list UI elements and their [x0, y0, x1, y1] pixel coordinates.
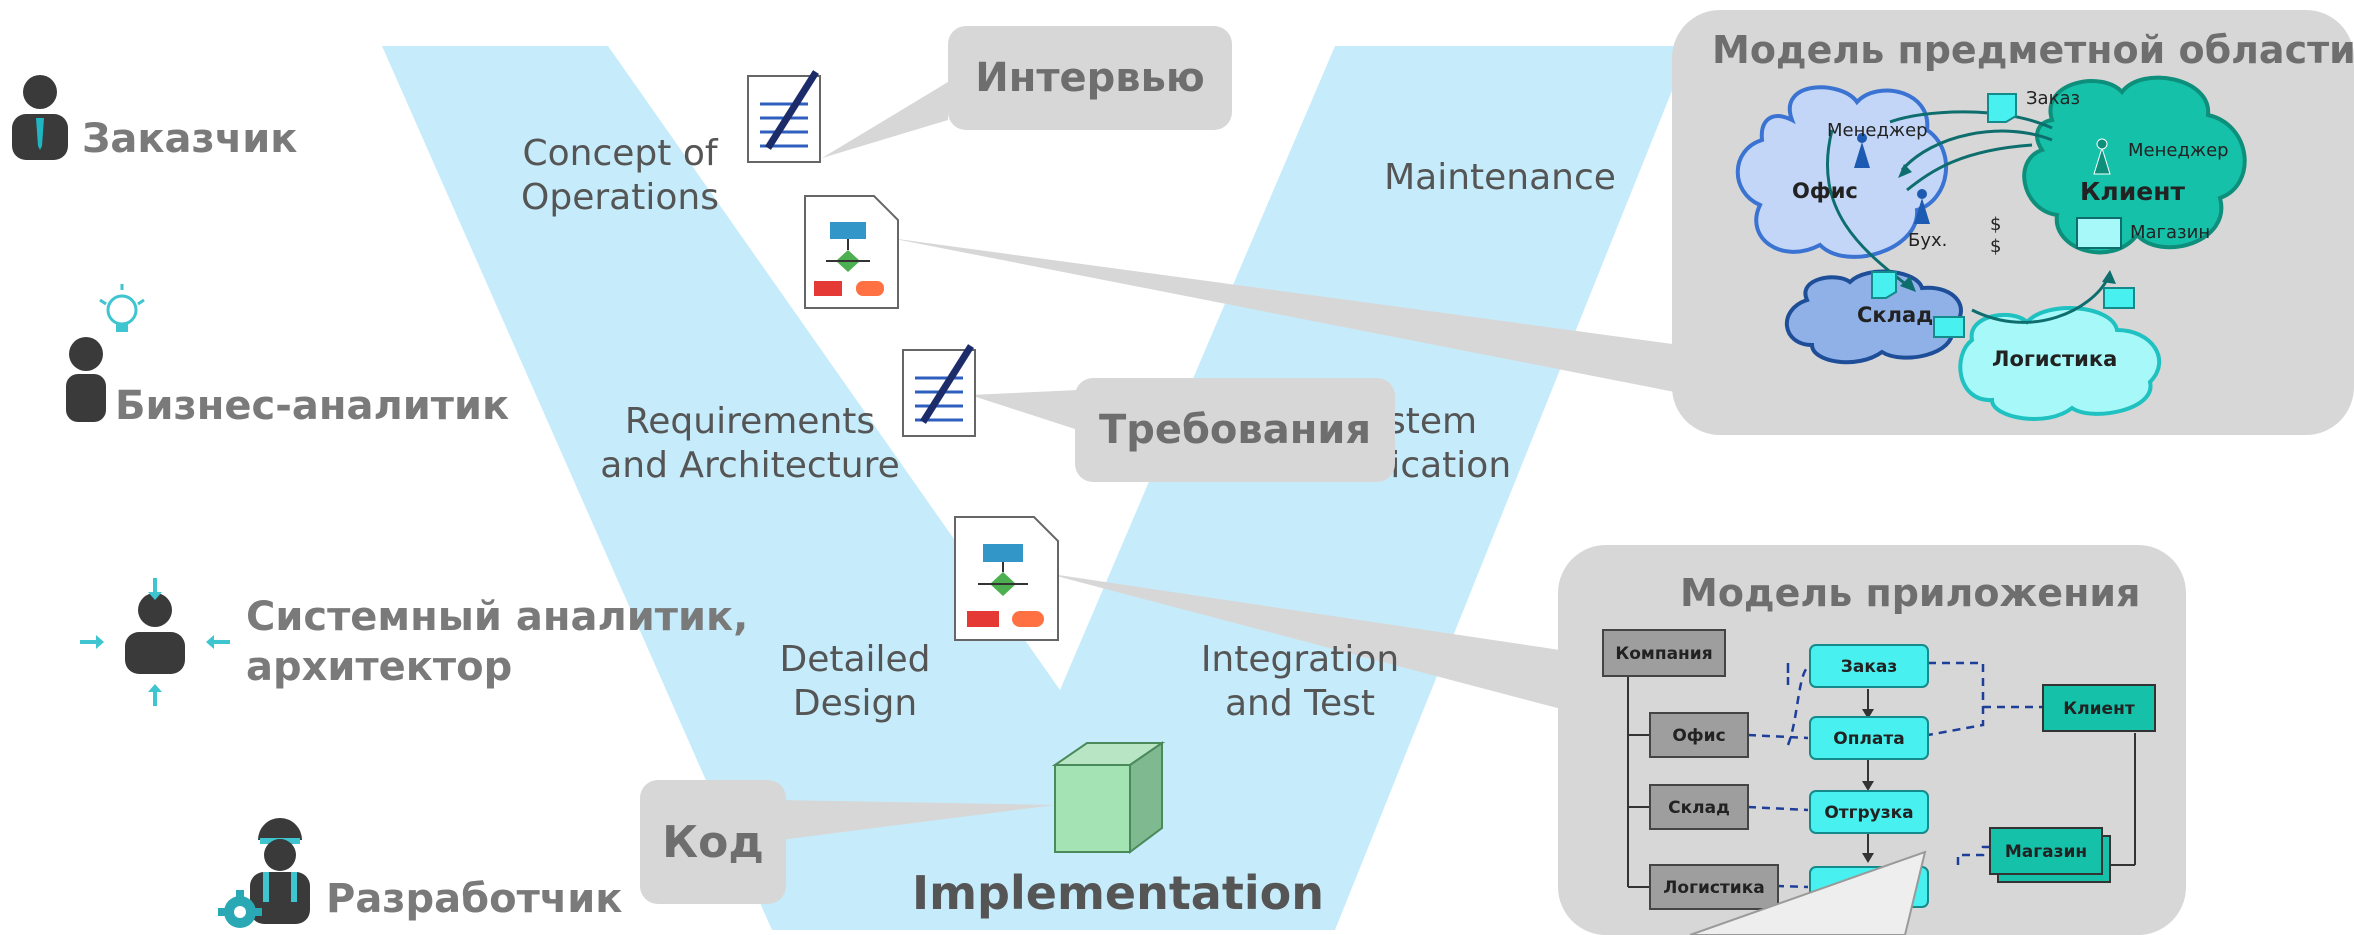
- phase-requirements-line2: and Architecture: [600, 445, 900, 486]
- flowchart-document-icon: [804, 195, 899, 309]
- dm-warehouse: Склад: [1857, 303, 1933, 327]
- phase-concept: Concept of Operations: [500, 132, 740, 220]
- domain-model-panel: Модель предметной области: [1672, 10, 2354, 435]
- dm-logistics: Логистика: [1992, 347, 2117, 371]
- app-box-client: Клиент: [2042, 684, 2156, 732]
- phase-detailed-design: Detailed Design: [740, 638, 970, 726]
- document-pen-icon: [902, 344, 976, 437]
- role-developer: Разработчик: [326, 876, 623, 922]
- dm-money-1: $: [1990, 214, 2001, 235]
- app-model-title: Модель приложения: [1680, 571, 2141, 615]
- interview-connector: [822, 82, 948, 158]
- phase-integration-line1: Integration: [1200, 639, 1400, 680]
- person-icon: [250, 818, 310, 924]
- dm-money-2: $: [1990, 236, 2001, 257]
- app-shipment-label: Отгрузка: [1824, 803, 1913, 823]
- phase-maintenance: Maintenance: [1384, 157, 1616, 198]
- phase-requirements: Requirements and Architecture: [580, 400, 920, 488]
- phase-concept-line2: Operations: [521, 177, 719, 218]
- code-connector: [780, 800, 1055, 840]
- arrows-in-icon: [80, 578, 230, 706]
- callout-requirements: Требования: [1075, 378, 1395, 482]
- app-box-company: Компания: [1602, 629, 1726, 677]
- dm-order: Заказ: [2026, 88, 2080, 109]
- app-box-order: Заказ: [1809, 644, 1929, 688]
- role-system-analyst-line1: Системный аналитик,: [246, 594, 749, 640]
- dm-manager-client: Менеджер: [2128, 140, 2229, 161]
- phase-detailed-line2: Design: [792, 683, 918, 724]
- lightbulb-icon: [99, 284, 145, 332]
- app-box-shipment: Отгрузка: [1809, 790, 1929, 834]
- role-business-analyst: Бизнес-аналитик: [115, 383, 510, 429]
- app-client-label: Клиент: [2063, 699, 2135, 719]
- app-logistics-label: Логистика: [1663, 878, 1764, 898]
- dm-office: Офис: [1792, 179, 1858, 203]
- dm-manager-office: Менеджер: [1827, 120, 1928, 141]
- role-system-analyst-line2: архитектор: [246, 644, 513, 690]
- person-icon: [66, 337, 106, 422]
- app-box-logistics: Логистика: [1649, 864, 1779, 910]
- app-office-label: Офис: [1672, 726, 1725, 746]
- app-company-label: Компания: [1615, 644, 1712, 664]
- phase-integration-line2: and Test: [1224, 683, 1376, 724]
- dm-client: Клиент: [2080, 177, 2185, 206]
- dm-accountant: Бух.: [1908, 230, 1947, 251]
- app-box-office: Офис: [1649, 712, 1749, 758]
- app-box-delivery-partial: [1809, 866, 1929, 908]
- role-customer: Заказчик: [82, 116, 298, 162]
- app-connector: [1045, 573, 1565, 710]
- person-icon: [125, 593, 185, 674]
- cube-icon: [1051, 741, 1166, 854]
- v-shape-left-arm: [382, 46, 1690, 930]
- gear-icon: [218, 890, 262, 928]
- person-icon: [12, 75, 68, 160]
- office-cloud: [1735, 85, 1949, 259]
- phase-concept-line1: Concept of: [522, 133, 718, 174]
- callout-code: Код: [640, 780, 786, 904]
- app-box-payment: Оплата: [1809, 716, 1929, 760]
- app-box-warehouse: Склад: [1649, 784, 1749, 830]
- app-model-drawing: Компания Офис Склад Логистика Заказ Опла…: [1602, 629, 2156, 910]
- app-payment-label: Оплата: [1833, 729, 1904, 749]
- app-order-label: Заказ: [1841, 657, 1897, 677]
- phase-detailed-line1: Detailed: [779, 639, 931, 680]
- domain-connector: [890, 238, 1690, 395]
- callout-interview: Интервью: [948, 26, 1232, 130]
- app-store-label: Магазин: [2005, 842, 2087, 862]
- phase-implementation: Implementation: [912, 866, 1324, 920]
- flowchart-document-icon: [954, 516, 1059, 641]
- phase-requirements-line1: Requirements: [624, 401, 876, 442]
- document-pen-icon: [747, 70, 821, 163]
- domain-model-title: Модель предметной области: [1712, 28, 2354, 72]
- dm-store: Магазин: [2130, 222, 2210, 243]
- requirements-connector: [970, 390, 1078, 430]
- app-warehouse-label: Склад: [1668, 798, 1730, 818]
- app-box-store: Магазин: [1989, 827, 2111, 883]
- domain-model-drawing: Менеджер Офис Бух. $ $ Заказ Менеджер Кл…: [1735, 75, 2247, 421]
- phase-integration: Integration and Test: [1160, 638, 1440, 726]
- app-model-panel: Модель приложения Компания: [1558, 545, 2186, 935]
- client-cloud: [2022, 75, 2247, 255]
